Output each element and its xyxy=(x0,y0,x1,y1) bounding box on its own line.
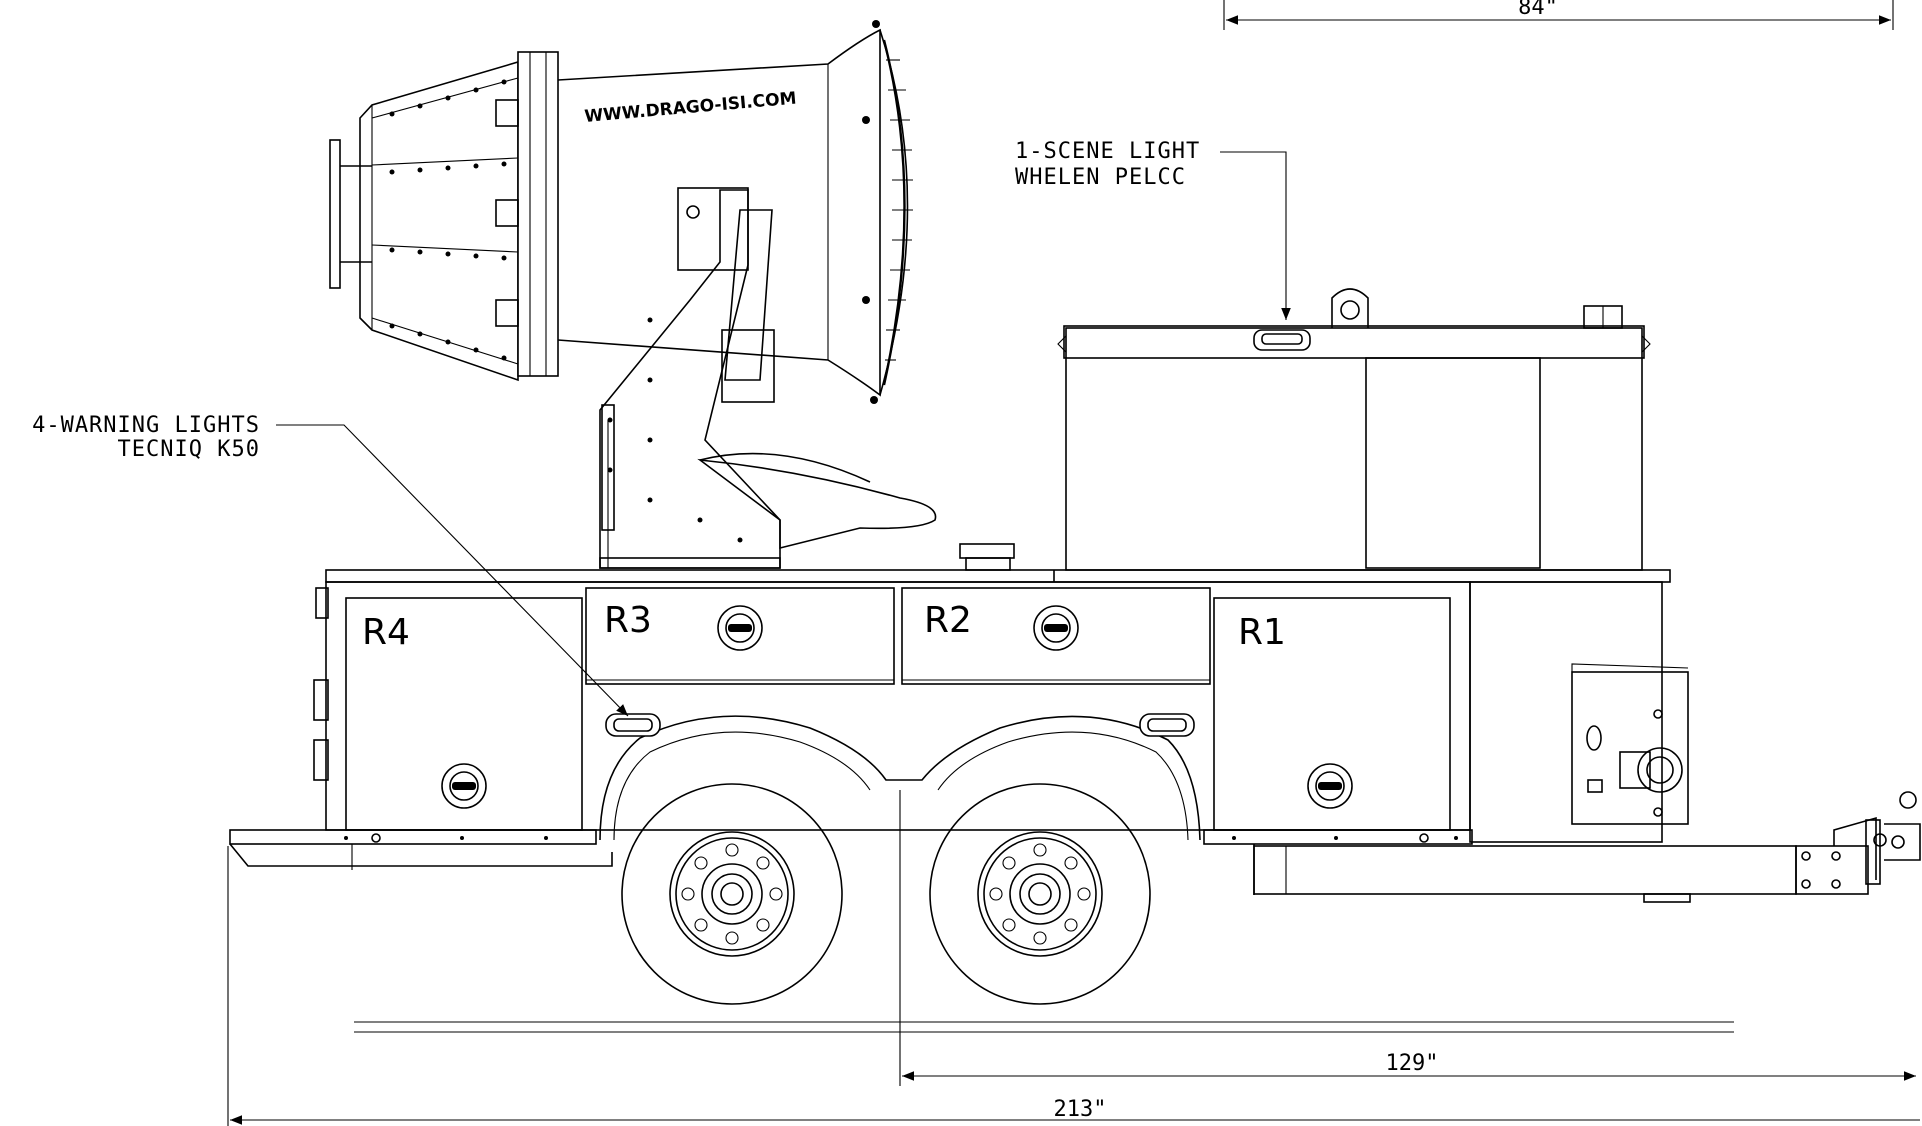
wheel-front xyxy=(929,783,1151,1005)
mist-cannon: WWW.DRAGO-ISI.COM xyxy=(329,20,913,404)
compartment-r3: R3 xyxy=(585,587,895,685)
warning-light-front xyxy=(1139,713,1195,737)
warning-light-rear xyxy=(605,713,661,737)
trailer-body xyxy=(313,569,1671,843)
compartment-r2: R2 xyxy=(901,587,1211,685)
callout-warning-lights: 4-WARNING LIGHTS TECNIQ K50 xyxy=(32,413,629,717)
compartment-r3-label: R3 xyxy=(604,600,652,641)
pump-control-panel xyxy=(1571,663,1689,825)
compartment-r2-label: R2 xyxy=(924,600,972,641)
dimension-213-label: 213" xyxy=(1054,1097,1107,1122)
callout-scene-light: 1-SCENE LIGHT WHELEN PELCC xyxy=(1015,139,1291,320)
callout-scene-light-line2: WHELEN PELCC xyxy=(1015,165,1186,190)
top-dimension: 84" xyxy=(1223,0,1894,30)
compartment-r1-label: R1 xyxy=(1238,612,1286,653)
callout-warning-lights-line2: TECNIQ K50 xyxy=(118,437,260,462)
callout-scene-light-line1: 1-SCENE LIGHT xyxy=(1015,139,1200,164)
wheel-rear xyxy=(621,783,843,1005)
engine-enclosure xyxy=(959,288,1651,571)
manufacturer-url-text: WWW.DRAGO-ISI.COM xyxy=(584,89,798,127)
axle-dimension: 129" xyxy=(899,790,1916,1086)
hitch-coupler xyxy=(1795,791,1921,895)
compartment-r4-label: R4 xyxy=(362,612,410,653)
trailer-frame xyxy=(229,829,1797,903)
wheel-fender xyxy=(599,715,1201,841)
dimension-129-label: 129" xyxy=(1386,1051,1439,1076)
ground-line xyxy=(354,1021,1734,1033)
dimension-84-label: 84" xyxy=(1518,0,1558,20)
overall-dimension: 213" xyxy=(227,846,1920,1126)
cannon-mount xyxy=(599,187,937,569)
callout-warning-lights-line1: 4-WARNING LIGHTS xyxy=(32,413,260,438)
compartment-r1: R1 xyxy=(1213,597,1451,831)
